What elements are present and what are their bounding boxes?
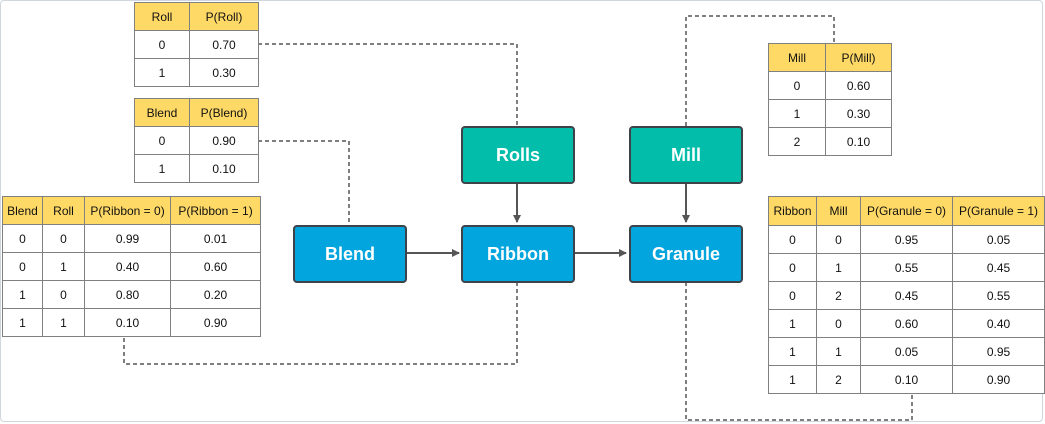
table-cell: 0.60 bbox=[825, 71, 892, 100]
table-cell: 0.90 bbox=[189, 126, 259, 155]
table-cell: 1 bbox=[2, 308, 43, 337]
table-cell: 2 bbox=[768, 127, 826, 156]
table-cell: 0.30 bbox=[189, 58, 259, 87]
table-header: P(Mill) bbox=[825, 43, 892, 72]
table-cell: 1 bbox=[816, 337, 861, 366]
table-cell: 0 bbox=[768, 281, 817, 310]
table-header: Blend bbox=[2, 196, 43, 225]
table-row: 1 1 0.05 0.95 bbox=[768, 337, 1045, 366]
table-header: Ribbon bbox=[768, 196, 817, 226]
table-header: P(Roll) bbox=[189, 2, 259, 31]
table-cell: 2 bbox=[816, 365, 861, 394]
table-cell: 0.95 bbox=[952, 337, 1045, 366]
table-cell: 0.10 bbox=[189, 154, 259, 183]
table-row: 0 0.90 bbox=[134, 126, 259, 155]
table-cell: 0 bbox=[816, 309, 861, 338]
table-row: 1 1 0.10 0.90 bbox=[2, 308, 261, 337]
table-row: 1 0.30 bbox=[134, 58, 259, 87]
blend-table-link bbox=[258, 140, 350, 225]
table-cell: 0 bbox=[768, 225, 817, 254]
table-cell: 1 bbox=[768, 309, 817, 338]
granule-node[interactable]: Granule bbox=[629, 225, 743, 283]
table-row: 0 0.60 bbox=[768, 71, 892, 100]
table-cell: 0.60 bbox=[860, 309, 953, 338]
table-cell: 0.80 bbox=[84, 280, 171, 309]
table-cell: 0 bbox=[134, 126, 190, 155]
table-header: Roll bbox=[134, 2, 190, 31]
table-cell: 0.10 bbox=[825, 127, 892, 156]
table-cell: 1 bbox=[134, 58, 190, 87]
mill-probability-table: Mill P(Mill) 0 0.60 1 0.30 2 0.10 bbox=[768, 43, 892, 156]
table-cell: 0.55 bbox=[952, 281, 1045, 310]
table-row: 0 0.70 bbox=[134, 30, 259, 59]
table-cell: 0.40 bbox=[952, 309, 1045, 338]
table-cell: 0 bbox=[816, 225, 861, 254]
table-cell: 1 bbox=[768, 365, 817, 394]
table-cell: 1 bbox=[816, 253, 861, 282]
table-cell: 0 bbox=[2, 224, 43, 253]
rolls-node[interactable]: Rolls bbox=[461, 126, 575, 184]
blend-node[interactable]: Blend bbox=[293, 225, 407, 283]
table-cell: 0 bbox=[768, 253, 817, 282]
table-row: 0 1 0.40 0.60 bbox=[2, 252, 261, 281]
table-row: 0 2 0.45 0.55 bbox=[768, 281, 1045, 310]
table-cell: 0.45 bbox=[860, 281, 953, 310]
table-row: 1 0.30 bbox=[768, 99, 892, 128]
table-row: 1 0 0.80 0.20 bbox=[2, 280, 261, 309]
table-row: 0 1 0.55 0.45 bbox=[768, 253, 1045, 282]
table-row: 2 0.10 bbox=[768, 127, 892, 156]
table-cell: 0.05 bbox=[952, 225, 1045, 254]
table-cell: 0.10 bbox=[860, 365, 953, 394]
table-header: Mill bbox=[816, 196, 861, 226]
table-cell: 1 bbox=[768, 337, 817, 366]
table-cell: 0.10 bbox=[84, 308, 171, 337]
table-cell: 0.55 bbox=[860, 253, 953, 282]
table-row: 0 0 0.99 0.01 bbox=[2, 224, 261, 253]
table-cell: 2 bbox=[816, 281, 861, 310]
mill-table-link bbox=[685, 15, 835, 126]
table-cell: 0 bbox=[42, 280, 85, 309]
roll-probability-table: Roll P(Roll) 0 0.70 1 0.30 bbox=[134, 2, 259, 87]
granule-conditional-table: Ribbon Mill P(Granule = 0) P(Granule = 1… bbox=[768, 196, 1045, 394]
ribbon-node[interactable]: Ribbon bbox=[461, 225, 575, 283]
table-cell: 0.60 bbox=[170, 252, 261, 281]
table-cell: 1 bbox=[134, 154, 190, 183]
table-cell: 0 bbox=[2, 252, 43, 281]
table-header: P(Granule = 1) bbox=[952, 196, 1045, 226]
table-cell: 0.45 bbox=[952, 253, 1045, 282]
table-cell: 1 bbox=[42, 308, 85, 337]
ribbon-conditional-table: Blend Roll P(Ribbon = 0) P(Ribbon = 1) 0… bbox=[2, 196, 261, 337]
table-row: 1 0.10 bbox=[134, 154, 259, 183]
table-cell: 0 bbox=[768, 71, 826, 100]
table-cell: 0 bbox=[42, 224, 85, 253]
table-cell: 0.70 bbox=[189, 30, 259, 59]
table-row: 1 0 0.60 0.40 bbox=[768, 309, 1045, 338]
table-row: 1 2 0.10 0.90 bbox=[768, 365, 1045, 394]
blend-probability-table: Blend P(Blend) 0 0.90 1 0.10 bbox=[134, 98, 259, 183]
table-header: P(Blend) bbox=[189, 98, 259, 127]
table-cell: 0.30 bbox=[825, 99, 892, 128]
table-cell: 1 bbox=[2, 280, 43, 309]
table-cell: 0.99 bbox=[84, 224, 171, 253]
table-cell: 0.20 bbox=[170, 280, 261, 309]
table-header: Mill bbox=[768, 43, 826, 72]
table-row: 0 0 0.95 0.05 bbox=[768, 225, 1045, 254]
table-header: Roll bbox=[42, 196, 85, 225]
table-header: P(Granule = 0) bbox=[860, 196, 953, 226]
mill-node[interactable]: Mill bbox=[629, 126, 743, 184]
table-header: P(Ribbon = 1) bbox=[170, 196, 261, 225]
table-cell: 0.90 bbox=[952, 365, 1045, 394]
table-cell: 1 bbox=[42, 252, 85, 281]
table-header: P(Ribbon = 0) bbox=[84, 196, 171, 225]
table-cell: 0.01 bbox=[170, 224, 261, 253]
table-cell: 0.05 bbox=[860, 337, 953, 366]
table-header: Blend bbox=[134, 98, 190, 127]
table-cell: 0.40 bbox=[84, 252, 171, 281]
table-cell: 0.90 bbox=[170, 308, 261, 337]
table-cell: 0.95 bbox=[860, 225, 953, 254]
table-cell: 1 bbox=[768, 99, 826, 128]
roll-table-link bbox=[258, 43, 518, 126]
table-cell: 0 bbox=[134, 30, 190, 59]
